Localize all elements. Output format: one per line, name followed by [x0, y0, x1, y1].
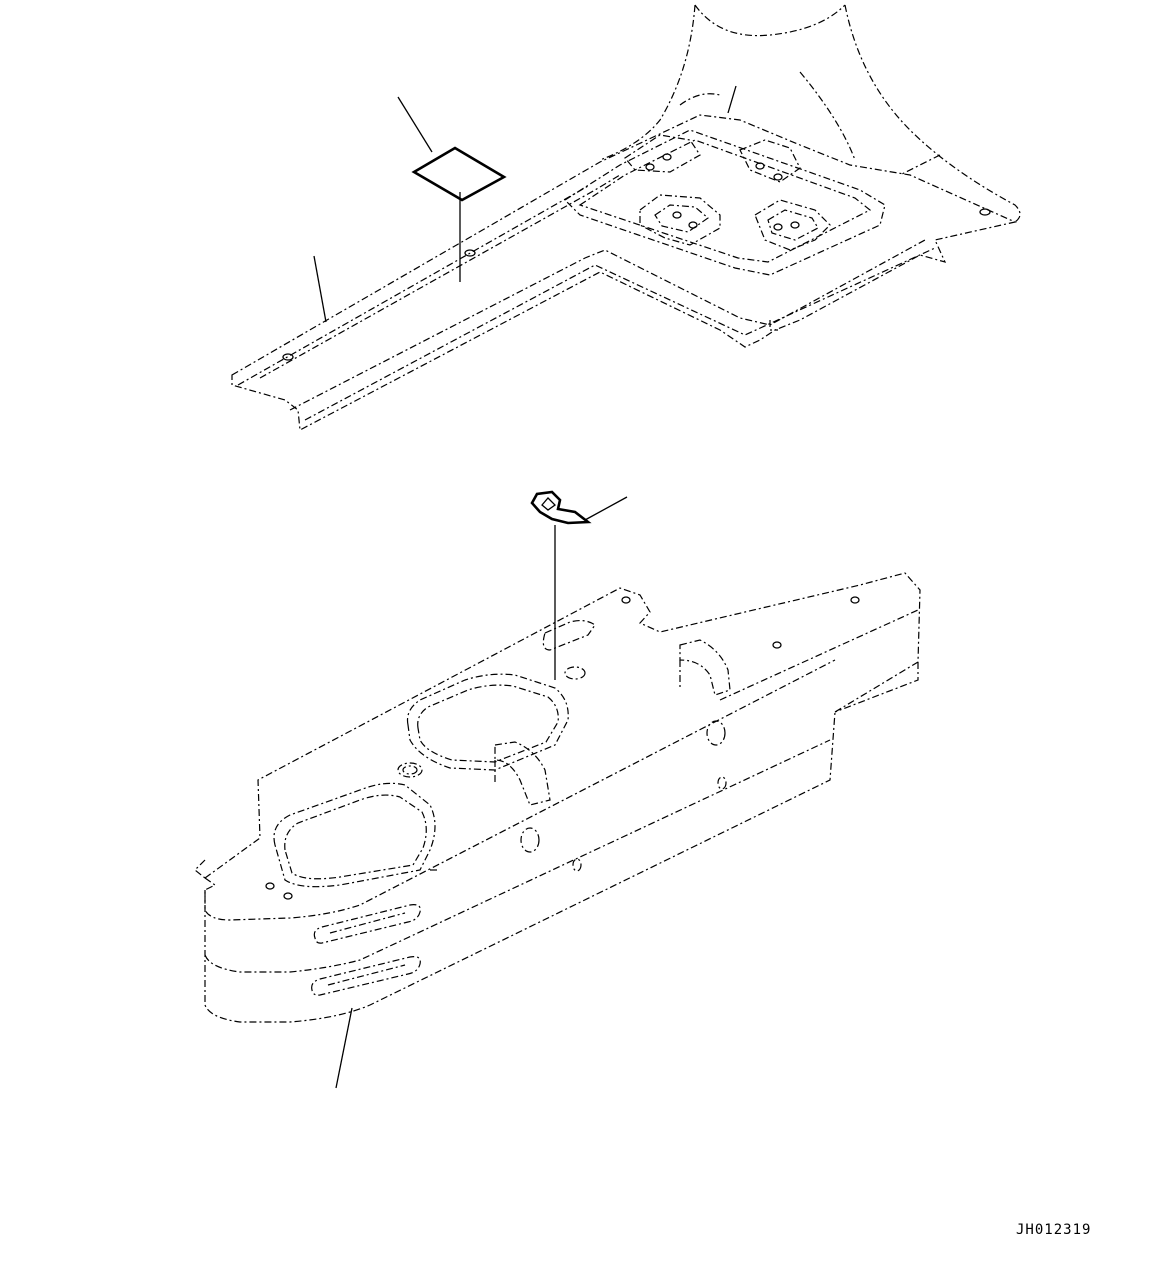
leader-lines-upper	[313, 85, 737, 323]
mounting-holes	[282, 153, 991, 361]
slots	[311, 904, 421, 996]
frame-assembly	[194, 572, 921, 1023]
label-plate	[411, 146, 507, 202]
floor-panel-assembly	[231, 4, 1021, 431]
curved-label-plate	[530, 490, 592, 525]
drawing-code: JH012319	[1016, 1222, 1092, 1238]
leader-lines-lower	[335, 496, 628, 1089]
